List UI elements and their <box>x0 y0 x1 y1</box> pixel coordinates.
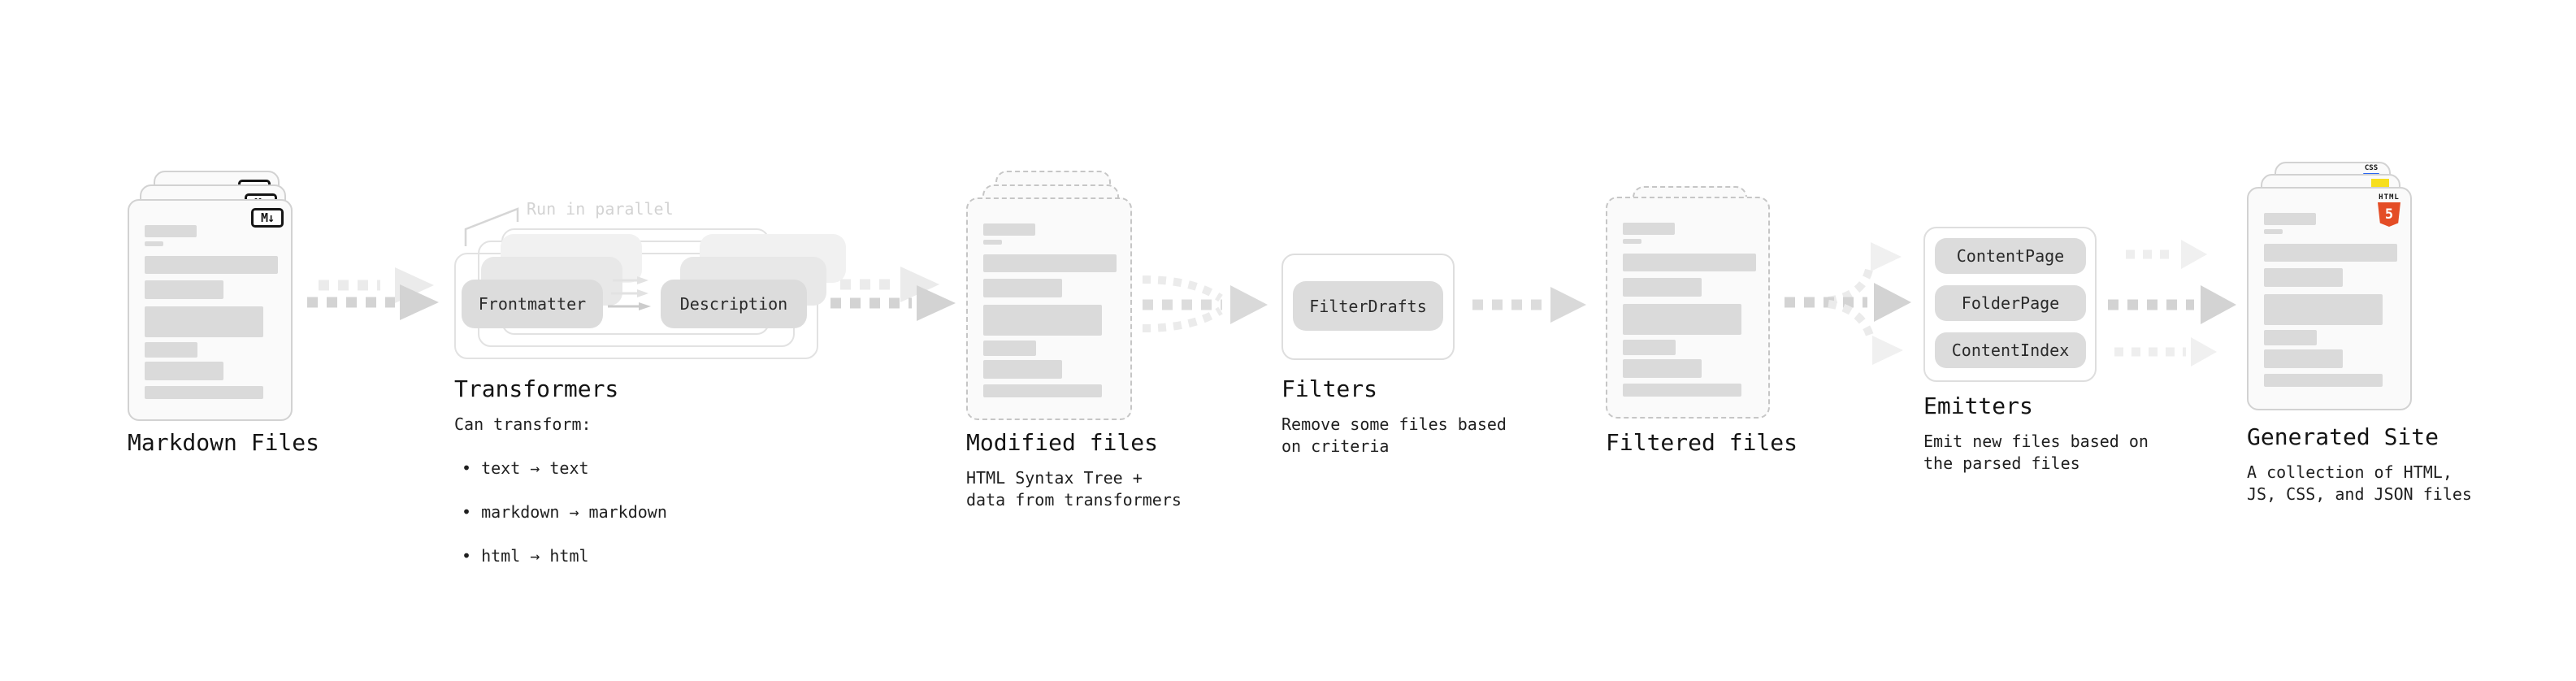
transformer-pill-description: Description <box>661 280 807 328</box>
modified-files-desc: HTML Syntax Tree + data from transformer… <box>966 468 1182 510</box>
filter-pill-filterdrafts: FilterDrafts <box>1293 281 1443 331</box>
file-card <box>1606 197 1770 419</box>
placeholder-bar <box>145 362 223 380</box>
placeholder-bar <box>983 279 1062 297</box>
emitter-pill-contentindex: ContentIndex <box>1935 332 2086 368</box>
placeholder-bar <box>1623 340 1676 355</box>
placeholder-bar <box>983 360 1062 379</box>
transformers-label: Transformers <box>454 375 619 402</box>
js-icon <box>2371 179 2389 189</box>
placeholder-bar <box>2264 229 2283 234</box>
placeholder-bar <box>1623 254 1756 271</box>
placeholder-bar <box>2264 213 2316 225</box>
emitter-pill-folderpage: FolderPage <box>1935 285 2086 321</box>
placeholder-bar <box>2264 374 2383 387</box>
run-in-parallel-note: Run in parallel <box>527 199 674 219</box>
filters-label: Filters <box>1281 375 1378 402</box>
placeholder-bar <box>145 306 263 337</box>
markdown-files-label: Markdown Files <box>128 429 320 456</box>
placeholder-bar <box>145 225 197 237</box>
placeholder-bar <box>145 342 197 358</box>
placeholder-bar <box>1623 384 1741 397</box>
bullet-item: • html → html <box>462 546 589 566</box>
placeholder-bar <box>145 256 278 274</box>
html5-icon: HTML 5 <box>2377 193 2401 227</box>
placeholder-bar <box>2264 330 2317 345</box>
markdown-icon: M↓ <box>251 208 284 228</box>
placeholder-bar <box>983 254 1117 272</box>
placeholder-bar <box>1623 223 1675 235</box>
transformer-pill-frontmatter: Frontmatter <box>462 280 603 328</box>
filters-desc: Remove some files based on criteria <box>1281 414 1507 456</box>
placeholder-bar <box>145 280 223 299</box>
file-card: M↓ <box>128 199 293 421</box>
emitters-desc: Emit new files based on the parsed files <box>1923 432 2149 473</box>
placeholder-bar <box>983 384 1102 397</box>
parallel-arrows-icon <box>608 276 651 310</box>
placeholder-bar <box>983 240 1002 245</box>
placeholder-bar <box>145 241 163 246</box>
placeholder-bar <box>2264 268 2343 287</box>
emitters-label: Emitters <box>1923 393 2033 419</box>
placeholder-bar <box>983 223 1035 236</box>
placeholder-bar <box>983 340 1036 356</box>
file-card <box>966 197 1132 420</box>
filtered-files-label: Filtered files <box>1606 429 1798 456</box>
placeholder-bar <box>983 305 1102 336</box>
html5-icon-shield: 5 <box>2378 202 2400 227</box>
placeholder-bar <box>2264 294 2383 325</box>
placeholder-bar <box>2264 349 2343 368</box>
modified-files-label: Modified files <box>966 429 1159 456</box>
transformers-bullet-list: • text → text • markdown → markdown • ht… <box>462 436 667 589</box>
generated-site-label: Generated Site <box>2247 423 2439 450</box>
bullet-item: • text → text <box>462 458 589 478</box>
placeholder-bar <box>2264 244 2397 262</box>
placeholder-bar <box>1623 278 1702 297</box>
transformers-desc-heading: Can transform: <box>454 414 592 434</box>
placeholder-bar <box>1623 304 1741 335</box>
placeholder-bar <box>1623 359 1702 378</box>
emitter-pill-contentpage: ContentPage <box>1935 238 2086 274</box>
generated-site-desc: A collection of HTML, JS, CSS, and JSON … <box>2247 462 2472 504</box>
placeholder-bar <box>1623 239 1641 244</box>
html5-icon-label: HTML <box>2379 193 2400 202</box>
placeholder-bar <box>145 386 263 399</box>
file-card: HTML 5 <box>2247 187 2412 410</box>
bullet-item: • markdown → markdown <box>462 502 667 522</box>
css-icon-label: CSS <box>2364 164 2379 172</box>
